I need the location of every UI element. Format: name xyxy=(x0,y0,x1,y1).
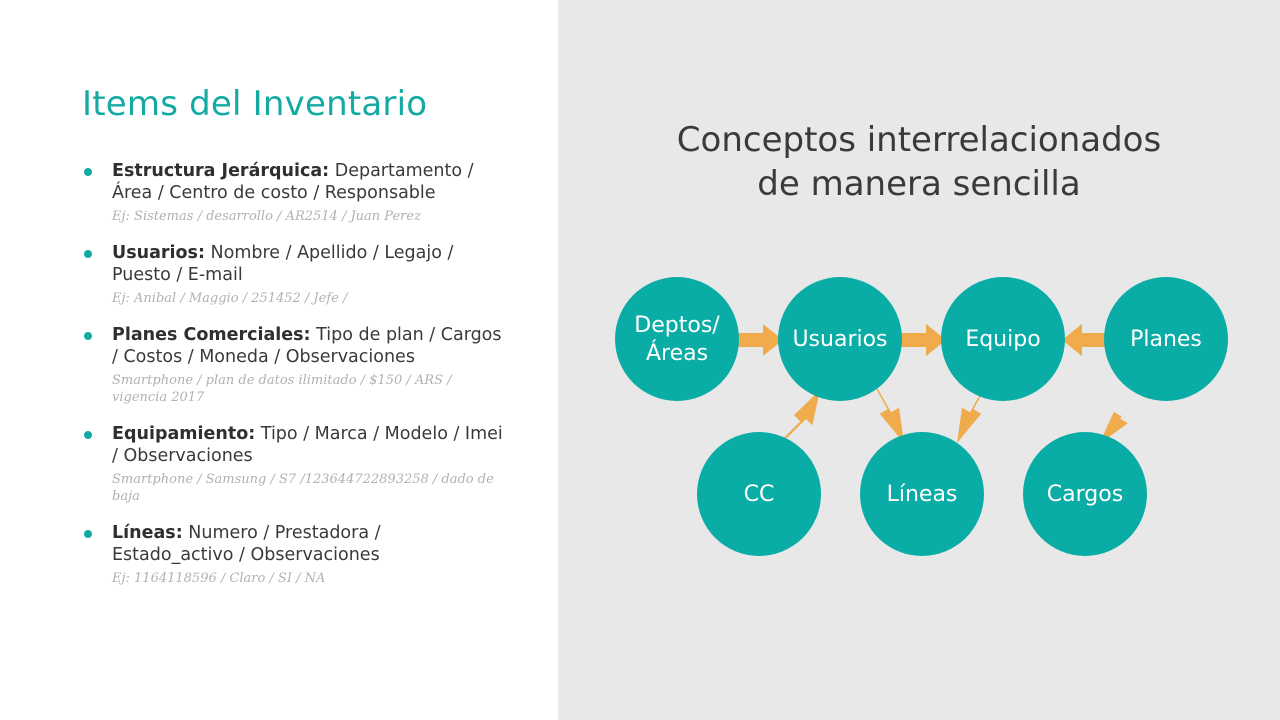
concept-diagram: Deptos/ Áreas Usuarios Equipo Planes CC xyxy=(615,277,1228,556)
node-circle xyxy=(1104,277,1228,401)
panel-title: Items del Inventario xyxy=(82,84,428,124)
item-example: Smartphone / plan de datos ilimitado / $… xyxy=(112,373,452,405)
node-circle xyxy=(697,432,821,556)
list-item: Usuarios: Nombre / Apellido / Legajo / P… xyxy=(84,242,504,307)
inventory-items-list: Estructura Jerárquica: Departamento / Ár… xyxy=(84,160,504,604)
list-item: Líneas: Numero / Prestadora / Estado_act… xyxy=(84,522,504,587)
list-item: Planes Comerciales: Tipo de plan / Cargo… xyxy=(84,324,504,406)
node-deptos-areas: Deptos/ Áreas xyxy=(615,277,739,401)
arrow-equipo-to-lineas xyxy=(957,386,987,443)
arrows xyxy=(738,324,1137,444)
item-fields: Tipo / Marca / Modelo / Imei / Observaci… xyxy=(112,424,503,466)
item-example: Ej: 1164118596 / Claro / SI / NA xyxy=(112,571,326,586)
node-circle xyxy=(860,432,984,556)
arrow-cc-to-usuarios xyxy=(781,390,820,440)
bullet-dot xyxy=(84,250,92,258)
item-example: Ej: Anibal / Maggio / 251452 / Jefe / xyxy=(112,291,348,306)
bullet-dot xyxy=(84,168,92,176)
node-usuarios: Usuarios xyxy=(778,277,902,401)
node-equipo: Equipo xyxy=(941,277,1065,401)
node-cargos: Cargos xyxy=(1023,432,1147,556)
bullet-dot xyxy=(84,431,92,439)
item-text: Líneas: Numero / Prestadora / Estado_act… xyxy=(112,522,504,566)
node-circle xyxy=(1023,432,1147,556)
left-panel: Items del Inventario Estructura Jerárqui… xyxy=(0,0,558,720)
diagram-title: Conceptos interrelacionados de manera se… xyxy=(558,118,1280,206)
arrow-planes-to-cargos xyxy=(1099,391,1137,444)
item-label: Planes Comerciales: xyxy=(112,325,311,345)
right-panel: Conceptos interrelacionados de manera se… xyxy=(558,0,1280,720)
item-fields: Tipo de plan / Cargos / Costos / Moneda … xyxy=(112,325,502,367)
item-label: Equipamiento: xyxy=(112,424,256,444)
nodes: Deptos/ Áreas Usuarios Equipo Planes CC xyxy=(615,277,1228,556)
item-fields: Numero / Prestadora / Estado_activo / Ob… xyxy=(112,523,381,565)
node-label: Usuarios xyxy=(792,327,887,352)
item-example: Smartphone / Samsung / S7 /1236447228932… xyxy=(112,472,494,504)
node-circle xyxy=(941,277,1065,401)
bullet-dot xyxy=(84,530,92,538)
node-label: Deptos/ xyxy=(634,313,720,338)
item-text: Planes Comerciales: Tipo de plan / Cargo… xyxy=(112,324,504,368)
node-label: CC xyxy=(744,482,775,507)
item-example: Ej: Sistemas / desarrollo / AR2514 / Jua… xyxy=(112,209,421,224)
list-item: Estructura Jerárquica: Departamento / Ár… xyxy=(84,160,504,225)
arrow-deptos-to-usuarios xyxy=(738,324,783,356)
arrow-usuarios-to-equipo xyxy=(901,324,946,356)
diagram-title-line-1: Conceptos interrelacionados xyxy=(676,120,1162,160)
item-label: Líneas: xyxy=(112,523,183,543)
arrow-usuarios-to-lineas xyxy=(874,386,904,443)
node-circle xyxy=(615,277,739,401)
item-text: Equipamiento: Tipo / Marca / Modelo / Im… xyxy=(112,423,504,467)
item-label: Usuarios: xyxy=(112,243,205,263)
arrow-planes-to-equipo xyxy=(1062,324,1107,356)
list-item: Equipamiento: Tipo / Marca / Modelo / Im… xyxy=(84,423,504,505)
item-label: Estructura Jerárquica: xyxy=(112,161,330,181)
node-label: Planes xyxy=(1130,327,1202,352)
item-text: Estructura Jerárquica: Departamento / Ár… xyxy=(112,160,504,204)
item-fields: Departamento / Área / Centro de costo / … xyxy=(112,161,474,203)
node-label: Cargos xyxy=(1047,482,1123,507)
node-cc: CC xyxy=(697,432,821,556)
item-fields: Nombre / Apellido / Legajo / Puesto / E-… xyxy=(112,243,454,285)
diagram-title-line-2: de manera sencilla xyxy=(757,164,1081,204)
node-circle xyxy=(778,277,902,401)
node-label: Áreas xyxy=(646,340,708,366)
node-planes: Planes xyxy=(1104,277,1228,401)
node-label: Líneas xyxy=(887,482,958,507)
node-lineas: Líneas xyxy=(860,432,984,556)
node-label: Equipo xyxy=(965,327,1040,352)
item-text: Usuarios: Nombre / Apellido / Legajo / P… xyxy=(112,242,504,286)
bullet-dot xyxy=(84,332,92,340)
